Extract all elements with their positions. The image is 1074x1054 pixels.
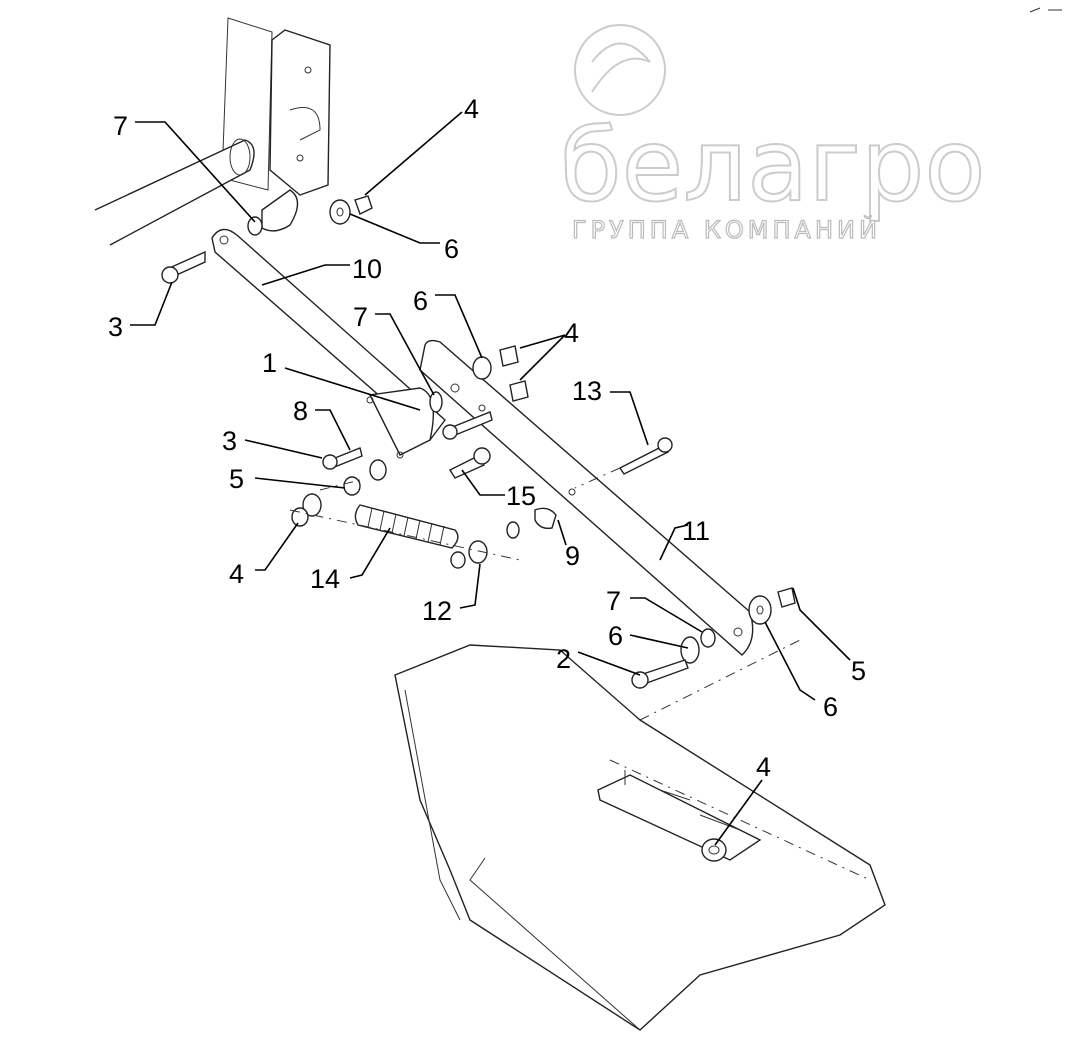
callouts: 7 4 6 10 3 6 7 4 1 13 8 3 5 15 4 14 9 11… (108, 94, 866, 782)
callout-5: 5 (851, 656, 866, 686)
callout-14: 14 (310, 564, 340, 594)
callout-3: 3 (108, 312, 123, 342)
callout-4: 4 (464, 94, 479, 124)
callout-7: 7 (353, 302, 368, 332)
callout-6: 6 (444, 234, 459, 264)
callout-2: 2 (556, 644, 571, 674)
spring-14 (354, 504, 459, 549)
watermark-subtitle: ГРУППА КОМПАНИЙ (572, 215, 881, 244)
callout-1: 1 (262, 348, 277, 378)
callout-15: 15 (506, 481, 536, 511)
callout-6: 6 (608, 621, 623, 651)
callout-10: 10 (352, 254, 382, 284)
callout-7: 7 (113, 111, 128, 141)
callout-9: 9 (565, 541, 580, 571)
corner-mark (1029, 7, 1062, 13)
callout-8: 8 (293, 396, 308, 426)
callout-3: 3 (222, 426, 237, 456)
callout-6: 6 (413, 286, 428, 316)
callout-7: 7 (606, 586, 621, 616)
callout-12: 12 (422, 596, 452, 626)
arm-10 (211, 228, 446, 459)
callout-11: 11 (682, 516, 710, 546)
frame-bracket (94, 17, 331, 246)
callout-5: 5 (229, 464, 244, 494)
watermark: белагро ГРУППА КОМПАНИЙ (559, 24, 987, 245)
lower-housing (394, 644, 886, 1031)
leader-lines (130, 111, 851, 846)
callout-4: 4 (756, 752, 771, 782)
callout-4: 4 (229, 559, 244, 589)
fasteners (161, 195, 801, 886)
callout-6: 6 (823, 692, 838, 722)
callout-4: 4 (564, 318, 579, 348)
watermark-logo-icon (574, 24, 666, 116)
watermark-brand: белагро (560, 107, 986, 224)
callout-13: 13 (572, 376, 602, 406)
